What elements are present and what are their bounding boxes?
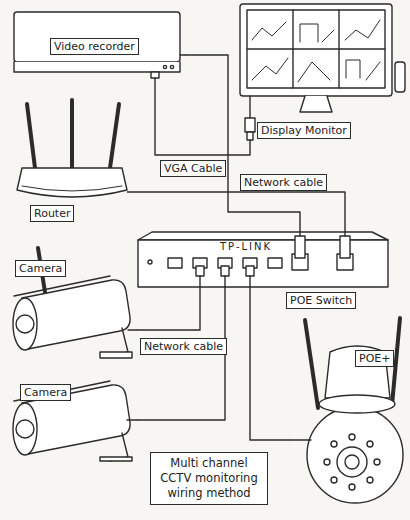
caption-text: Multi channel CCTV monitoring wiring met… [160, 456, 257, 500]
cable-stub [299, 232, 300, 236]
screen-scribble [346, 60, 380, 80]
network-cable [185, 55, 300, 232]
router-antenna [27, 104, 35, 168]
device-label: POE+ [355, 350, 394, 367]
recorder-top [14, 12, 180, 62]
ir-led [367, 441, 373, 447]
camera-front [13, 298, 37, 350]
switch-port [268, 258, 282, 268]
screen-scribble [298, 62, 330, 82]
cable-label: VGA Cable [160, 160, 226, 177]
vga-lead [249, 96, 250, 118]
screen-scribble [252, 58, 288, 80]
monitor-drawing [240, 4, 405, 140]
network-cable [155, 78, 250, 155]
router-edge [22, 186, 122, 191]
bullet-camera-drawing [13, 381, 137, 461]
vga-plug [245, 118, 255, 132]
ir-led [349, 434, 355, 440]
cable-label: Network cable [140, 338, 227, 355]
camera-mount-base [100, 352, 132, 358]
video-recorder-drawing [14, 12, 185, 78]
ir-led [349, 484, 355, 490]
device-label: POE Switch [286, 292, 356, 309]
router-drawing [17, 100, 127, 197]
dome-neck [319, 395, 395, 413]
rj45-plug [295, 236, 305, 258]
switch-port [168, 258, 182, 268]
ir-led [324, 459, 330, 465]
ir-led [331, 441, 337, 447]
router-antenna [70, 100, 74, 168]
device-label: Display Monitor [257, 122, 351, 139]
monitor-stand [300, 96, 332, 112]
camera-lens [16, 315, 34, 333]
screen-split [247, 48, 385, 49]
device-node: Camera [5, 242, 137, 360]
device-node: Display Monitor [235, 2, 400, 140]
network-cable [250, 287, 290, 440]
dome-lens [337, 447, 367, 477]
network-cable [137, 287, 200, 330]
network-cable [127, 192, 345, 232]
camera-lens [16, 420, 34, 438]
caption-box: Multi channel CCTV monitoring wiring met… [150, 452, 268, 505]
cable-stub [127, 419, 137, 420]
device-label: Camera [15, 260, 66, 277]
monitor-screen [247, 10, 385, 88]
ir-led [331, 477, 337, 483]
recorder-led [170, 65, 173, 68]
device-label: Video recorder [50, 38, 139, 55]
cable-stub [199, 276, 200, 287]
switch-led [148, 260, 152, 264]
recorder-port-stub [180, 54, 185, 55]
device-node: Video recorder [10, 8, 185, 78]
monitor-frame [240, 4, 392, 96]
dome-head [307, 407, 403, 503]
screen-scribble [345, 20, 380, 40]
ir-led [374, 459, 380, 465]
cable-stub [224, 276, 225, 287]
recorder-front [14, 62, 180, 72]
dome-lens-inner [345, 455, 359, 469]
cable-stub [128, 329, 137, 330]
cable-stub [344, 232, 345, 236]
recorder-port [151, 72, 159, 78]
device-node: TP-LINKPOE Switch [138, 232, 388, 287]
rj45-plug [221, 266, 229, 276]
bullet-camera-drawing [13, 248, 137, 358]
camera-visor [14, 276, 110, 296]
rj45-plug [246, 266, 254, 276]
device-node: POE+ [290, 305, 405, 515]
rj45-plug [340, 236, 350, 258]
screen-scribble [252, 22, 286, 40]
device-node: Router [15, 98, 127, 224]
cable-label: Network cable [240, 174, 327, 191]
ptz-camera-drawing [290, 318, 403, 503]
router-antenna [110, 104, 119, 168]
switch-drawing [138, 232, 388, 287]
device-label: Router [30, 205, 74, 222]
ir-led [367, 477, 373, 483]
camera-mount-base [100, 457, 132, 461]
brand-text: TP-LINK [220, 241, 272, 253]
recorder-led [163, 65, 166, 68]
cable-stub [249, 276, 250, 287]
camera-visor [14, 381, 110, 401]
cable-stub [290, 439, 311, 440]
remote-control [395, 62, 405, 92]
vga-plug-tip [247, 132, 253, 140]
screen-scribble [300, 24, 334, 42]
device-label: Camera [20, 384, 71, 401]
router-body [17, 168, 127, 197]
camera-front [13, 403, 37, 455]
rj45-plug [196, 266, 204, 276]
camera-antenna [305, 320, 318, 408]
device-node: Camera [5, 372, 137, 464]
